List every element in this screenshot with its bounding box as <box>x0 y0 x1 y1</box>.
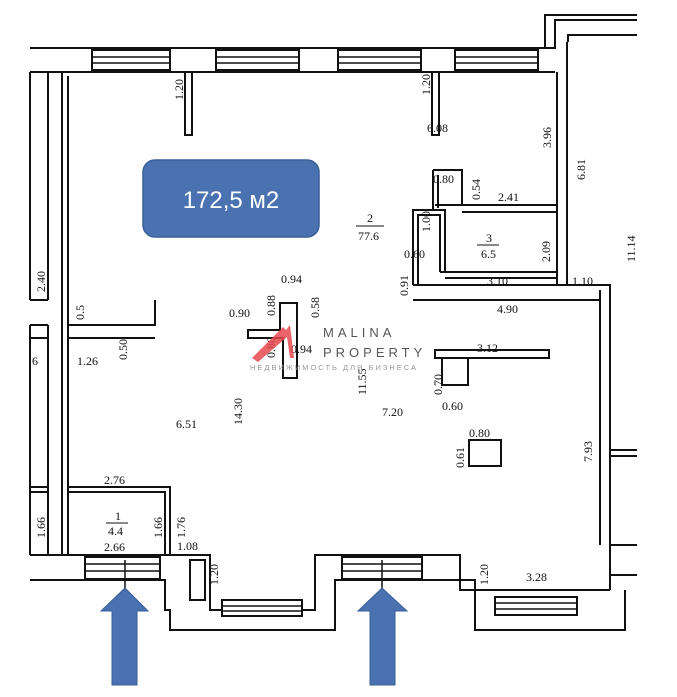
dim-label: 0.80 <box>433 172 454 186</box>
dim-label: 11.55 <box>355 368 369 395</box>
room-labels: 1 4.4 2 77.6 3 6.5 <box>106 211 499 538</box>
dim-label: 0.5 <box>73 305 87 320</box>
dim-label: 0.91 <box>397 275 411 296</box>
dim-label: 6.08 <box>427 121 448 135</box>
window <box>91 49 171 71</box>
dim-label: 2.66 <box>104 540 125 554</box>
room-3-area: 6.5 <box>481 247 496 261</box>
dim-label: 0.61 <box>453 447 467 468</box>
dim-label: 1.66 <box>151 517 165 538</box>
dim-label: 11.14 <box>624 235 638 262</box>
dim-label: 0.90 <box>229 306 250 320</box>
dim-label: 0.60 <box>404 247 425 261</box>
dim-label: 0.54 <box>469 179 483 200</box>
dim-label: 1.20 <box>477 564 491 585</box>
dim-label: 1.26 <box>77 354 98 368</box>
dim-label: 7.93 <box>581 441 595 462</box>
room-1-number: 1 <box>115 509 121 523</box>
dim-label: 1.76 <box>174 517 188 538</box>
window <box>221 599 303 617</box>
dim-label: 1.20 <box>419 74 433 95</box>
room-3-number: 3 <box>486 231 492 245</box>
room-2-number: 2 <box>367 211 373 225</box>
dim-label: 3.96 <box>540 127 554 148</box>
dim-label: 6.81 <box>574 159 588 180</box>
windows <box>84 49 578 617</box>
window <box>84 556 161 580</box>
dim-label: 2.40 <box>34 271 48 292</box>
dim-label: 2.41 <box>498 190 519 204</box>
dim-label: 2.76 <box>104 473 125 487</box>
dim-label: 1.20 <box>207 564 221 585</box>
window <box>215 49 300 71</box>
entrance-arrow-icon <box>356 587 409 686</box>
dim-label: 0.94 <box>281 272 302 286</box>
dim-label: 1.00 <box>419 211 433 232</box>
dim-label: 6.51 <box>176 417 197 431</box>
malina-property-logo: MALINA PROPERTY НЕДВИЖИМОСТЬ ДЛЯ БИЗНЕСА <box>250 325 426 372</box>
window <box>454 49 539 71</box>
dim-label: 1.10 <box>572 274 593 288</box>
dimension-labels: 1.20 1.20 6.08 3.96 6.81 0.80 0.54 2.41 … <box>32 74 638 585</box>
window <box>494 596 578 616</box>
logo-line2: PROPERTY <box>323 345 426 360</box>
dim-label: 3.28 <box>526 570 547 584</box>
dim-label: 1.08 <box>177 539 198 553</box>
dim-label: 3.12 <box>477 341 498 355</box>
dim-label: 0.60 <box>442 399 463 413</box>
dim-label: 2.09 <box>539 241 553 262</box>
dim-label: 6 <box>32 354 38 368</box>
area-badge-text: 172,5 м2 <box>183 187 280 214</box>
dim-label: 0.70 <box>431 374 445 395</box>
logo-mark-icon <box>252 325 294 362</box>
entrance-arrow-icon <box>99 587 150 686</box>
window <box>337 49 422 71</box>
room-2-area: 77.6 <box>358 229 379 243</box>
dim-label: 14.30 <box>231 398 245 425</box>
dim-label: 0.58 <box>308 297 322 318</box>
area-badge: 172,5 м2 <box>142 159 320 238</box>
dim-label: 0.88 <box>264 295 278 316</box>
dim-label: 1.66 <box>34 517 48 538</box>
dim-label: 4.90 <box>497 302 518 316</box>
dim-label: 0.80 <box>469 426 490 440</box>
entrance-arrows <box>99 560 409 686</box>
dim-label: 0.50 <box>116 339 130 360</box>
walls <box>29 14 637 631</box>
dim-label: 0.94 <box>291 342 312 356</box>
logo-line1: MALINA <box>323 325 395 340</box>
dim-label: 3.10 <box>487 274 508 288</box>
dim-label: 1.20 <box>172 79 186 100</box>
dim-label: 7.20 <box>382 405 403 419</box>
logo-tagline: НЕДВИЖИМОСТЬ ДЛЯ БИЗНЕСА <box>250 363 418 372</box>
room-1-area: 4.4 <box>108 524 123 538</box>
